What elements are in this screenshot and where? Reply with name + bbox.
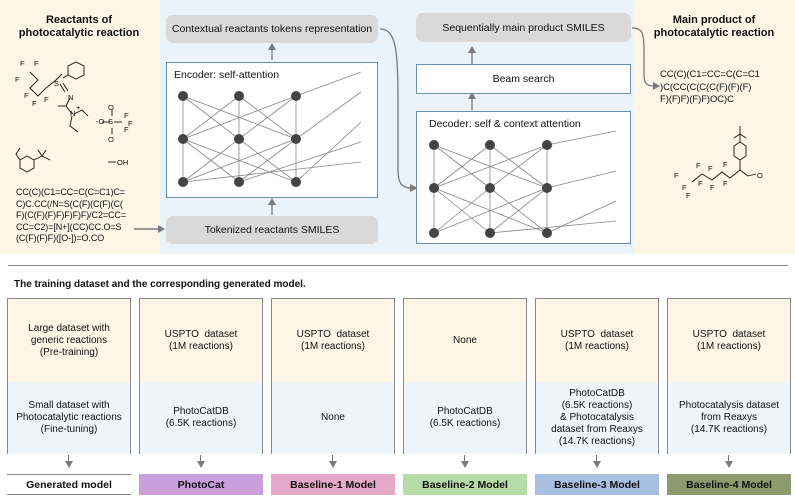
- dataset-section-title: The training dataset and the correspondi…: [14, 279, 306, 290]
- dataset-pretraining-cell: Large dataset with generic reactions (Pr…: [8, 299, 130, 382]
- svg-text:-O: -O: [96, 117, 104, 126]
- svg-text:F: F: [124, 111, 129, 120]
- dataset-finetuning-cell: PhotoCatDB (6.5K reactions): [404, 382, 526, 454]
- svg-text:F: F: [682, 183, 687, 192]
- section-divider: [8, 265, 788, 266]
- dataset-finetuning-cell: PhotoCatDB (6.5K reactions): [140, 382, 262, 454]
- reactants-panel: [0, 0, 160, 254]
- dataset-pretraining-cell: USPTO dataset (1M reactions): [536, 299, 658, 382]
- encoder-network: [178, 71, 362, 187]
- down-arrow-stem: [596, 455, 598, 462]
- decoder-network: [429, 130, 617, 238]
- svg-text:O: O: [108, 135, 114, 144]
- svg-text:F: F: [32, 99, 37, 108]
- model-label-baseline-2: Baseline-2 Model: [403, 474, 527, 495]
- beam-search-box: Beam search: [416, 64, 631, 94]
- decoder-box: Decoder: self & context attention: [416, 111, 631, 244]
- svg-text:N: N: [70, 109, 75, 118]
- svg-text:F: F: [34, 59, 39, 68]
- model-label-photocat: PhotoCat: [139, 474, 263, 495]
- svg-text:OH: OH: [117, 158, 128, 167]
- svg-text:F: F: [20, 59, 25, 68]
- dataset-finetuning-cell: None: [272, 382, 394, 454]
- down-arrow-icon: [725, 461, 733, 468]
- product-structure: O FF FF FF FFF: [674, 126, 763, 200]
- svg-text:F: F: [708, 164, 713, 173]
- svg-text:F: F: [698, 179, 703, 188]
- dataset-column-baseline-3: USPTO dataset (1M reactions) PhotoCatDB …: [535, 298, 659, 454]
- contextual-representation-box: Contextual reactants tokens representati…: [166, 15, 378, 43]
- svg-text:F: F: [44, 95, 49, 104]
- dataset-pretraining-cell: None: [404, 299, 526, 382]
- dataset-pretraining-cell: USPTO dataset (1M reactions): [140, 299, 262, 382]
- product-panel: [634, 0, 795, 254]
- svg-text:F: F: [674, 171, 679, 180]
- svg-text:F: F: [24, 91, 29, 100]
- dataset-column-baseline-1: USPTO dataset (1M reactions) None: [271, 298, 395, 454]
- model-label-baseline-3: Baseline-3 Model: [535, 474, 659, 495]
- product-smiles: CC(C)(C1=CC=C(C=C1 )C(CC(C(C(C(F)(F)(F) …: [660, 69, 760, 105]
- svg-text:O: O: [108, 103, 114, 112]
- svg-text:F: F: [710, 183, 715, 192]
- svg-text:F: F: [686, 191, 691, 200]
- svg-text:N: N: [68, 93, 73, 102]
- product-smiles-box: Sequentially main product SMILES: [416, 13, 631, 42]
- svg-text:F: F: [15, 75, 20, 84]
- down-arrow-stem: [728, 455, 730, 462]
- tokenized-smiles-box: Tokenized reactants SMILES: [166, 216, 378, 244]
- svg-text:+: +: [76, 103, 81, 112]
- down-arrow-icon: [197, 461, 205, 468]
- model-flow-arrows: [268, 28, 476, 215]
- decoder-label: Decoder: self & context attention: [429, 118, 581, 130]
- dataset-column-baseline-4: USPTO dataset (1M reactions) Photocataly…: [667, 298, 791, 454]
- svg-text:F: F: [723, 160, 728, 169]
- arrow-to-product: [631, 27, 660, 90]
- svg-text:O: O: [757, 171, 763, 180]
- dataset-column-baseline-2: None PhotoCatDB (6.5K reactions): [403, 298, 527, 454]
- product-title: Main product of photocatalytic reaction: [653, 14, 775, 39]
- dataset-pretraining-cell: USPTO dataset (1M reactions): [668, 299, 790, 382]
- model-label-generated: Generated model: [7, 474, 131, 495]
- dataset-pretraining-cell: USPTO dataset (1M reactions): [272, 299, 394, 382]
- model-label-baseline-4: Baseline-4 Model: [667, 474, 791, 495]
- svg-text:F: F: [723, 179, 728, 188]
- down-arrow-icon: [65, 461, 73, 468]
- svg-text:F: F: [128, 119, 133, 128]
- dataset-finetuning-cell: Photocatalysis dataset from Reaxys (14.7…: [668, 382, 790, 454]
- svg-text:S: S: [54, 79, 59, 88]
- svg-text:F: F: [124, 125, 129, 134]
- svg-text:S: S: [108, 117, 113, 126]
- dataset-finetuning-cell: PhotoCatDB (6.5K reactions) & Photocatal…: [536, 382, 658, 454]
- reactants-title: Reactants of photocatalytic reaction: [18, 14, 140, 39]
- down-arrow-icon: [329, 461, 337, 468]
- down-arrow-icon: [593, 461, 601, 468]
- dataset-finetuning-cell: Small dataset with Photocatalytic reacti…: [8, 382, 130, 454]
- down-arrow-icon: [461, 461, 469, 468]
- dataset-column-photocat: USPTO dataset (1M reactions) PhotoCatDB …: [139, 298, 263, 454]
- down-arrow-stem: [332, 455, 334, 462]
- encoder-label: Encoder: self-attention: [174, 69, 280, 81]
- down-arrow-stem: [200, 455, 202, 462]
- down-arrow-stem: [68, 455, 70, 462]
- model-label-baseline-1: Baseline-1 Model: [271, 474, 395, 495]
- dataset-column-generated: Large dataset with generic reactions (Pr…: [7, 298, 131, 454]
- svg-text:F: F: [696, 161, 701, 170]
- down-arrow-stem: [464, 455, 466, 462]
- reactants-smiles: CC(C)(C1=CC=C(C=C1)C= C)C.CC(/N=S(C(F)(C…: [16, 187, 126, 243]
- arrow-to-tokenized: [134, 225, 165, 233]
